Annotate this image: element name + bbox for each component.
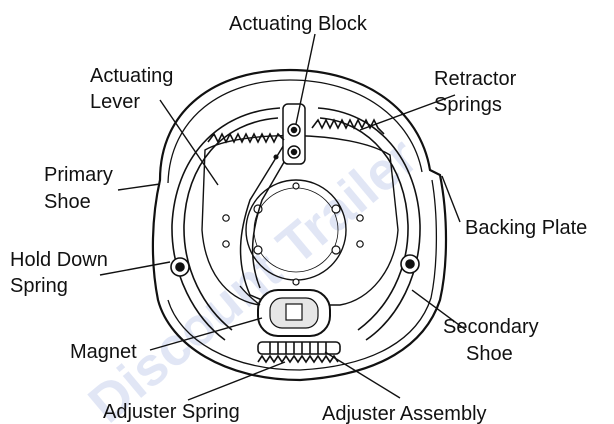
actuating-lever bbox=[239, 134, 299, 301]
secondary-shoe bbox=[317, 107, 421, 341]
label-adjuster-assembly: Adjuster Assembly bbox=[322, 403, 487, 424]
label-primary-shoe-line2: Shoe bbox=[44, 191, 91, 213]
watermark: Discount Trailer bbox=[78, 126, 429, 424]
labels: Actuating Block Actuating Lever Retracto… bbox=[10, 13, 587, 424]
label-adjuster-spring: Adjuster Spring bbox=[103, 401, 240, 423]
label-actuating-block: Actuating Block bbox=[229, 13, 368, 35]
label-secondary-shoe-line2: Shoe bbox=[466, 343, 513, 365]
primary-shoe bbox=[171, 107, 281, 341]
label-backing-plate: Backing Plate bbox=[465, 217, 587, 239]
magnet bbox=[239, 285, 331, 337]
label-secondary-shoe-line1: Secondary bbox=[443, 316, 539, 338]
leader-lines bbox=[99, 33, 467, 401]
adjuster-assembly bbox=[257, 341, 341, 355]
label-retractor-springs-line1: Retractor bbox=[434, 68, 517, 90]
label-primary-shoe-line1: Primary bbox=[44, 164, 113, 186]
bolt-holes bbox=[222, 182, 364, 286]
actuating-block bbox=[273, 103, 306, 165]
adjuster-spring bbox=[257, 354, 339, 364]
label-hold-down-spring-line2: Spring bbox=[10, 275, 68, 297]
label-magnet: Magnet bbox=[70, 341, 137, 363]
hold-down-springs bbox=[170, 254, 420, 277]
label-retractor-springs-line2: Springs bbox=[434, 94, 502, 116]
label-actuating-lever-line2: Lever bbox=[90, 91, 140, 113]
svg-text:Discount Trailer: Discount Trailer bbox=[78, 126, 429, 424]
label-actuating-lever-line1: Actuating bbox=[90, 65, 173, 87]
label-hold-down-spring-line1: Hold Down bbox=[10, 249, 108, 271]
